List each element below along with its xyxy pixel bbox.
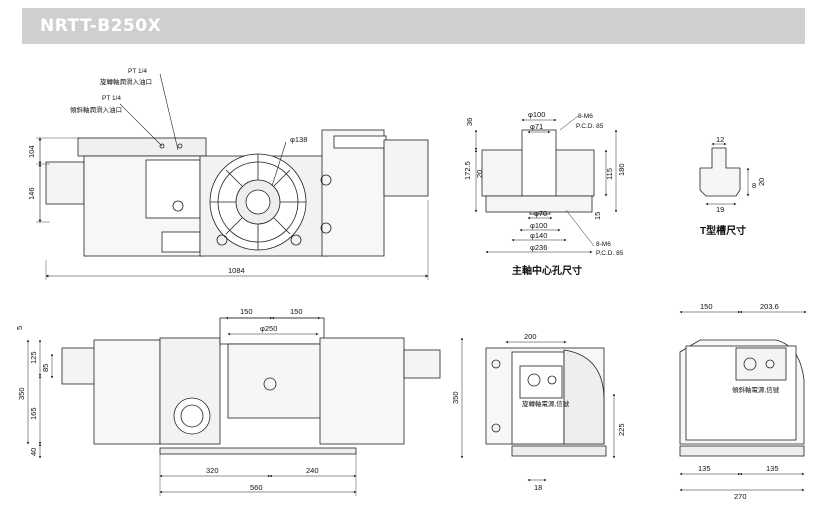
side-h165: 165 bbox=[29, 407, 38, 420]
tslot-w12: 12 bbox=[716, 135, 724, 144]
rear-w2036: 203.6 bbox=[760, 302, 779, 311]
ch-d71: φ71 bbox=[530, 122, 543, 131]
port-note-2: 傾斜軸潤滑入油口 bbox=[70, 105, 122, 114]
tslot-h20: 20 bbox=[757, 178, 766, 186]
side-h350-right: 350 bbox=[451, 391, 460, 404]
ch-pcd-top: P.C.D. 85 bbox=[576, 123, 604, 130]
ch-h1725: 172.5 bbox=[463, 161, 472, 180]
tslot-h8: 8 bbox=[752, 181, 756, 190]
port-note-1: 旋轉軸潤滑入油口 bbox=[100, 77, 152, 86]
center-hole-view bbox=[474, 115, 618, 254]
end-h225: 225 bbox=[617, 423, 626, 436]
port-label-1: PT 1/4 bbox=[128, 68, 147, 75]
end-w200: 200 bbox=[524, 332, 537, 341]
side-h85: 85 bbox=[41, 364, 50, 372]
rear-w135b: 135 bbox=[766, 464, 779, 473]
ch-d100-top: φ100 bbox=[528, 110, 545, 119]
ch-d70: φ70 bbox=[534, 209, 547, 218]
ch-d100-bot: φ100 bbox=[530, 221, 547, 230]
tslot-view bbox=[699, 142, 750, 206]
rear-w135a: 135 bbox=[698, 464, 711, 473]
side-d250: φ250 bbox=[260, 324, 277, 333]
side-w150a: 150 bbox=[240, 307, 253, 316]
ch-h36: 36 bbox=[465, 118, 474, 126]
ch-pcd-bot: P.C.D. 85 bbox=[596, 250, 624, 257]
side-h40: 40 bbox=[29, 448, 38, 456]
ch-h20: 20 bbox=[475, 170, 484, 178]
end-view bbox=[485, 340, 616, 482]
rear-w150: 150 bbox=[700, 302, 713, 311]
title-banner: NRTT-B250X bbox=[22, 8, 805, 44]
ch-m6-top: 8-M6 bbox=[578, 113, 593, 120]
rear-w270: 270 bbox=[734, 492, 747, 501]
front-dim-top: 104 bbox=[27, 145, 36, 158]
side-w560: 560 bbox=[250, 483, 263, 492]
ch-h15: 15 bbox=[593, 212, 602, 220]
tslot-caption: T型槽尺寸 bbox=[700, 224, 746, 237]
ch-d140: φ140 bbox=[530, 231, 547, 240]
end-w18: 18 bbox=[534, 483, 542, 492]
tslot-w19: 19 bbox=[716, 205, 724, 214]
side-w150b: 150 bbox=[290, 307, 303, 316]
ch-m6-bot: 8-M6 bbox=[596, 241, 611, 248]
side-w240: 240 bbox=[306, 466, 319, 475]
side-view bbox=[26, 316, 464, 496]
port-label-2: PT 1/4 bbox=[102, 95, 121, 102]
front-dim-left: 146 bbox=[27, 187, 36, 200]
ch-h180: 180 bbox=[617, 163, 626, 176]
side-h350-left: 350 bbox=[17, 387, 26, 400]
end-connector-note: 旋轉軸電源,信號 bbox=[522, 399, 570, 408]
side-h5: 5 bbox=[15, 326, 24, 330]
rear-view bbox=[679, 310, 807, 492]
front-dim-length: 1084 bbox=[228, 266, 245, 275]
side-h125: 125 bbox=[29, 351, 38, 364]
ch-caption: 主軸中心孔尺寸 bbox=[512, 264, 582, 277]
front-dia-table: φ138 bbox=[290, 135, 307, 144]
model-title: NRTT-B250X bbox=[40, 16, 162, 36]
ch-d236: φ236 bbox=[530, 243, 547, 252]
rear-connector-note: 傾斜軸電源,信號 bbox=[732, 385, 780, 394]
front-view bbox=[36, 73, 429, 280]
ch-h115: 115 bbox=[605, 168, 614, 180]
side-w320: 320 bbox=[206, 466, 219, 475]
